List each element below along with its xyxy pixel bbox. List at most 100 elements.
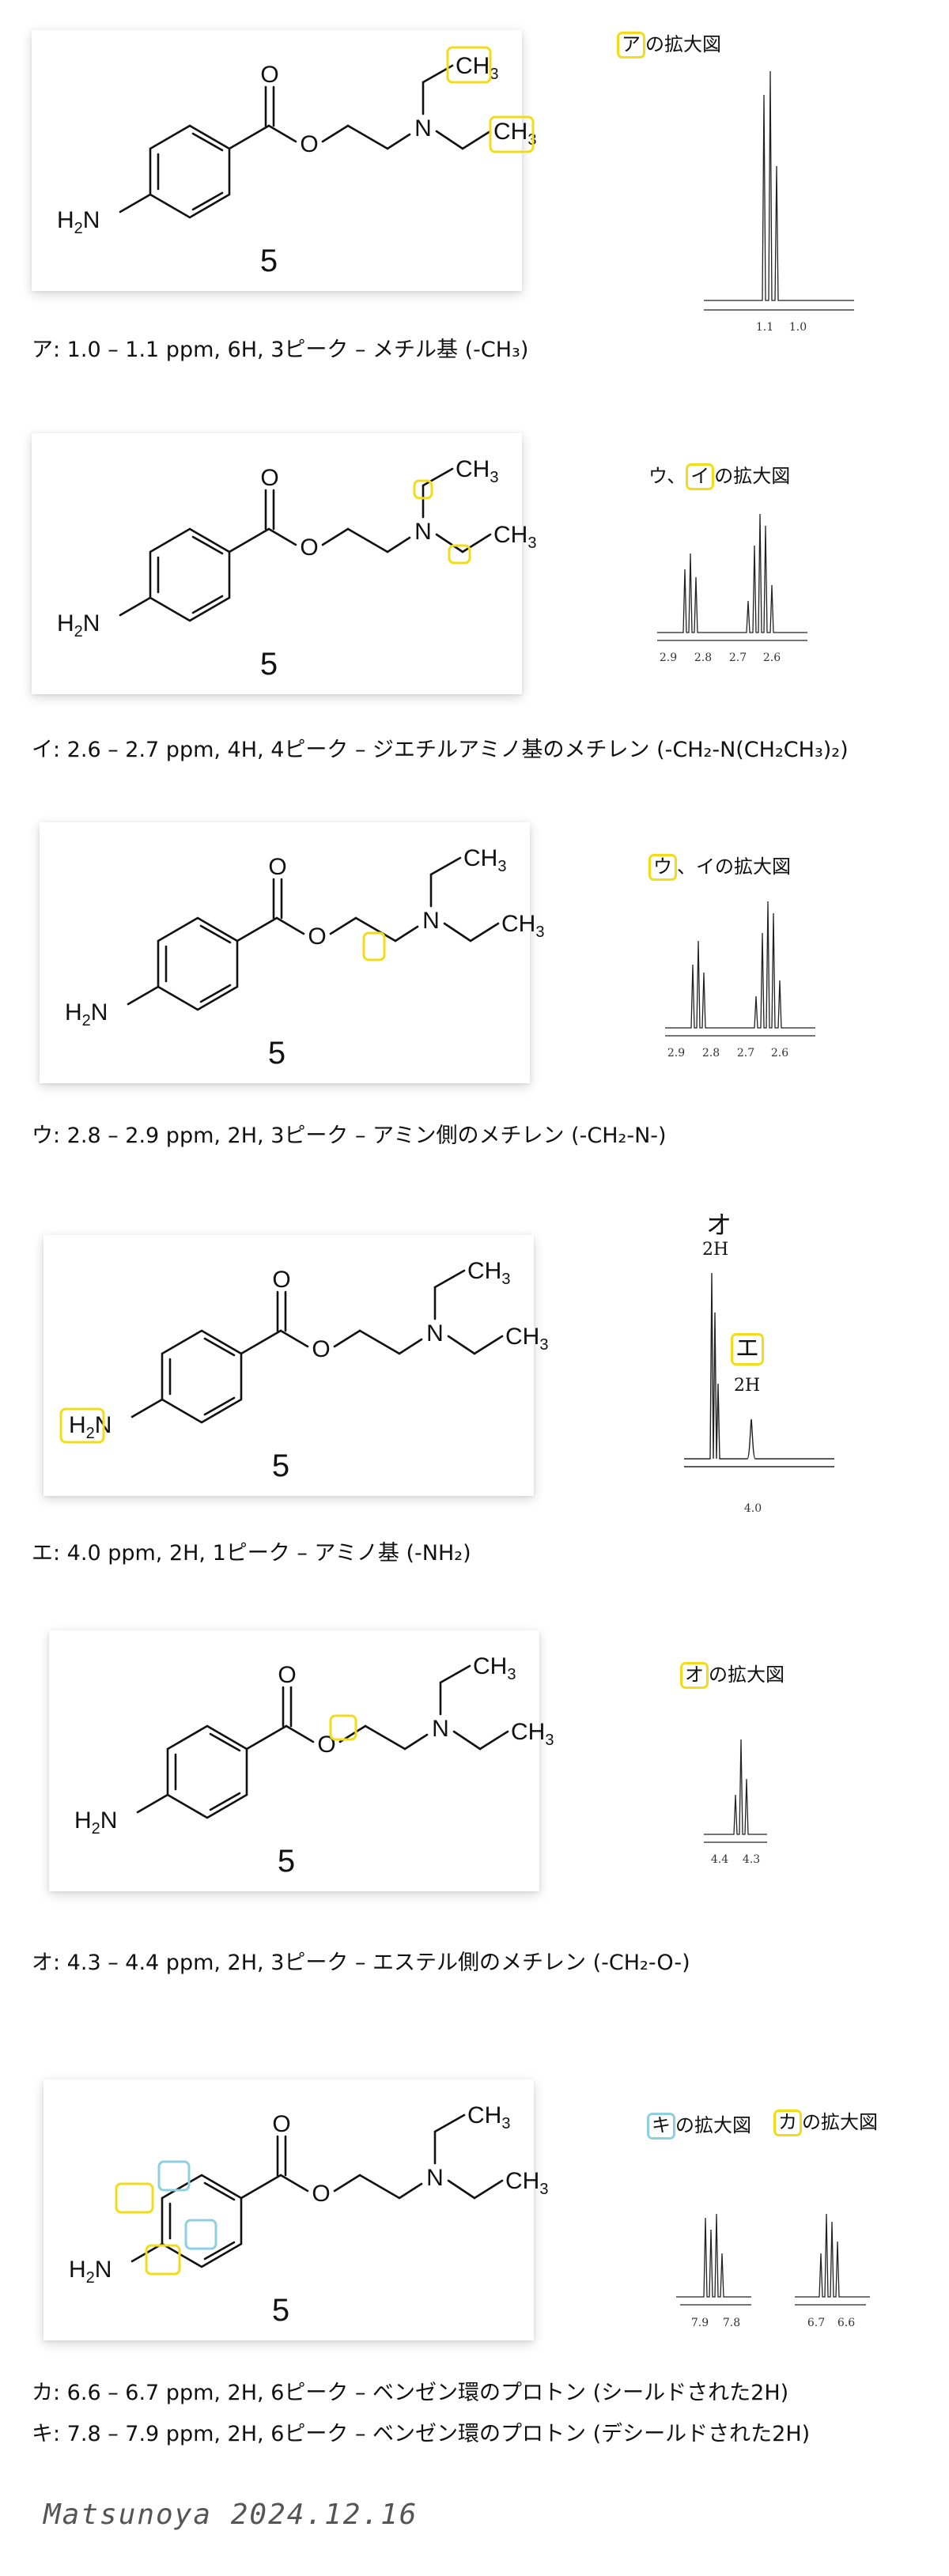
tick-6.6: 6.6: [837, 2317, 855, 2329]
peak-label-o: オ: [706, 1210, 732, 1240]
amino-group: H2N: [57, 610, 100, 640]
spectrum-a: 1.1 1.0: [704, 70, 854, 334]
highlight-box: [489, 115, 535, 153]
benzene-ring: [166, 1724, 248, 1819]
tick-1.0: 1.0: [789, 321, 807, 334]
compound-number: 5: [278, 1844, 295, 1879]
methyl-top: CH3: [456, 456, 498, 486]
amine-nitrogen: N: [414, 519, 432, 545]
molecule-card-o: O O N CH3 CH3 H2N 5: [49, 1630, 554, 1891]
methyl-top: CH3: [473, 1653, 516, 1683]
peak-label-o-h: 2H: [702, 1240, 729, 1260]
carbonyl-oxygen: O: [272, 1267, 290, 1293]
highlight-box: [362, 931, 386, 961]
amine-nitrogen: N: [414, 115, 432, 142]
caption-e: エ: 4.0 ppm, 2H, 1ピーク – アミノ基 (-NH₂): [32, 1541, 471, 1566]
tick-4.4: 4.4: [711, 1853, 728, 1866]
spectrum-ka: 6.7 6.6: [795, 2213, 870, 2329]
compound-number: 5: [272, 2293, 289, 2328]
compound-number: 5: [260, 244, 278, 278]
spectrum-title-i: ウ、イの拡大図: [648, 460, 790, 490]
carbonyl-oxygen: O: [260, 465, 278, 491]
molecule-structure: O O N CH3 CH3 H2N 5: [69, 2102, 548, 2328]
methyl-right: CH3: [501, 911, 544, 941]
methyl-right: CH3: [505, 1324, 548, 1354]
tick-4.0: 4.0: [744, 1502, 762, 1515]
amino-group: H2N: [65, 999, 108, 1029]
tick-2.9: 2.9: [667, 1047, 685, 1059]
molecule-structure: O O N CH3 CH3 H2N 5: [57, 456, 536, 682]
ester-oxygen: O: [312, 2181, 330, 2207]
compound-number: 5: [260, 647, 278, 682]
tick-2.9: 2.9: [660, 652, 677, 664]
tick-2.6: 2.6: [763, 652, 781, 664]
caption-ka: カ: 6.6 – 6.7 ppm, 2H, 6ピーク – ベンゼン環のプロトン …: [32, 2381, 789, 2405]
amine-nitrogen: N: [432, 1716, 449, 1742]
spectrum-title-o: オの拡大図: [680, 1659, 785, 1689]
highlight-box: [59, 1407, 105, 1444]
spectrum-title-u: ウ、イの拡大図: [648, 851, 791, 881]
tick-6.7: 6.7: [807, 2317, 825, 2329]
methyl-right: CH3: [505, 2168, 548, 2198]
highlight-box: [448, 544, 471, 565]
tick-2.8: 2.8: [702, 1047, 720, 1059]
methyl-top: CH3: [463, 845, 506, 875]
methyl-right: CH3: [493, 522, 536, 552]
compound-number: 5: [268, 1036, 285, 1071]
spectrum-ki: 7.9 7.8: [676, 2213, 751, 2329]
highlight-box: [329, 1714, 357, 1741]
tick-4.3: 4.3: [743, 1853, 760, 1866]
methyl-top: CH3: [467, 1258, 510, 1288]
molecule-card-e: O O N CH3 CH3 H2N 5: [43, 1235, 548, 1496]
highlight-u: ウ: [648, 854, 677, 881]
highlight-box: [184, 2219, 217, 2250]
highlight-box: [145, 2244, 181, 2276]
benzene-ring: [149, 124, 231, 219]
methyl-top: CH3: [456, 53, 498, 83]
highlight-i: イ: [686, 463, 715, 490]
carbonyl-oxygen: O: [268, 854, 286, 880]
amino-group: H2N: [57, 207, 100, 237]
compound-number: 5: [272, 1449, 289, 1483]
spectrum-u: 2.9 2.8 2.7 2.6: [665, 901, 815, 1059]
tick-2.6: 2.6: [771, 1047, 788, 1059]
benzene-ring: [161, 1329, 243, 1424]
caption-i: イ: 2.6 – 2.7 ppm, 4H, 4ピーク – ジエチルアミノ基のメチ…: [32, 738, 849, 762]
caption-o: オ: 4.3 – 4.4 ppm, 2H, 3ピーク – エステル側のメチレン …: [32, 1951, 690, 1975]
caption-ki: キ: 7.8 – 7.9 ppm, 2H, 6ピーク – ベンゼン環のプロトン …: [32, 2422, 811, 2446]
ester-oxygen: O: [317, 1732, 335, 1758]
tick-2.8: 2.8: [694, 652, 712, 664]
ester-oxygen: O: [300, 131, 318, 157]
spectrum-title-a: アの拡大図: [617, 28, 721, 59]
highlight-ki: キ: [647, 2113, 675, 2140]
methyl-right: CH3: [493, 119, 536, 149]
carbonyl-oxygen: O: [278, 1662, 296, 1688]
methyl-top: CH3: [467, 2102, 510, 2132]
methyl-right: CH3: [511, 1719, 554, 1749]
tick-2.7: 2.7: [729, 652, 747, 664]
tick-7.9: 7.9: [691, 2317, 709, 2329]
amino-group: H2N: [69, 1412, 112, 1442]
molecule-card-i: O O N CH3 CH3 H2N 5: [32, 433, 536, 694]
peak-label-e-h: 2H: [734, 1376, 761, 1396]
molecule-structure: O O N CH3 CH3 H2N 5: [59, 1258, 548, 1483]
caption-u: ウ: 2.8 – 2.9 ppm, 2H, 3ピーク – アミン側のメチレン (…: [32, 1124, 667, 1148]
highlight-box: [413, 479, 433, 500]
molecule-card-a: O O N CH3 CH3 H2N 5: [32, 30, 536, 291]
highlight-o: オ: [680, 1662, 709, 1689]
benzene-ring: [157, 916, 239, 1011]
carbonyl-oxygen: O: [272, 2111, 290, 2137]
peak-label-e: エ: [731, 1333, 764, 1365]
amine-nitrogen: N: [426, 1320, 444, 1347]
spectrum-o: 4.4 4.3: [704, 1739, 767, 1866]
highlight-box: [115, 2182, 154, 2214]
benzene-ring: [149, 527, 231, 622]
ester-oxygen: O: [300, 534, 318, 561]
caption-a: ア: 1.0 – 1.1 ppm, 6H, 3ピーク – メチル基 (-CH₃): [32, 338, 529, 362]
spectrum-i: 2.9 2.8 2.7 2.6: [657, 513, 807, 664]
spectrum-title-ka: カの拡大図: [773, 2106, 878, 2136]
amine-nitrogen: N: [426, 2165, 444, 2191]
ester-oxygen: O: [312, 1336, 330, 1362]
molecule-card-u: O O N CH3 CH3 H2N 5: [40, 822, 544, 1083]
amino-group: H2N: [74, 1807, 117, 1838]
